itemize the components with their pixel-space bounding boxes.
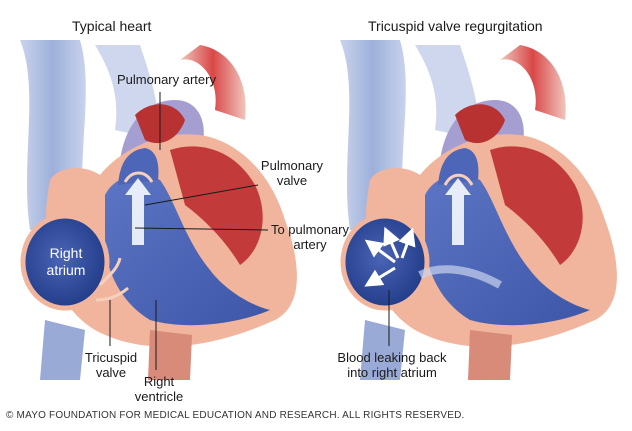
leader-lines-left	[109, 92, 269, 370]
label-pulmonary-valve-line1: Pulmonary	[260, 158, 324, 173]
label-right-atrium: Right atrium	[36, 245, 96, 279]
label-blood-leaking-back: Blood leaking back into right atrium	[330, 350, 454, 380]
left-ventricle-muscle-left	[170, 146, 263, 265]
label-right-atrium-line1: Right	[49, 245, 83, 261]
label-leak-line1: Blood leaking back	[337, 350, 447, 365]
typical-heart-drawing	[20, 40, 297, 380]
label-right-ventricle: Right ventricle	[128, 374, 190, 404]
label-to-pulmonary-line2: artery	[293, 237, 327, 252]
label-pulmonary-artery: Pulmonary artery	[117, 72, 216, 87]
flow-arrow-left	[125, 178, 151, 245]
label-right-atrium-line2: atrium	[46, 262, 86, 278]
label-tricuspid-line1: Tricuspid	[84, 350, 138, 365]
label-tricuspid-valve: Tricuspid valve	[78, 350, 144, 380]
label-tricuspid-line2: valve	[95, 365, 127, 380]
right-ventricle-chamber-left	[105, 175, 270, 326]
backflow-arrows	[364, 226, 416, 287]
pulmonary-valve-shape-left	[123, 171, 154, 183]
regurgitation-heart-drawing	[340, 40, 617, 380]
forward-flow-arrow-right	[445, 178, 471, 245]
label-to-pulmonary-line1: To pulmonary	[270, 222, 350, 237]
tricuspid-leaflet-left	[98, 257, 122, 287]
aorta-left	[180, 45, 246, 120]
label-right-ventricle-line1: Right	[143, 374, 175, 389]
label-leak-line2: into right atrium	[347, 365, 437, 380]
right-atrium-chamber-left	[20, 213, 110, 311]
title-typical-heart: Typical heart	[72, 18, 152, 34]
label-to-pulmonary-artery: To pulmonary artery	[266, 222, 354, 252]
copyright-notice: © MAYO FOUNDATION FOR MEDICAL EDUCATION …	[6, 410, 465, 421]
title-regurgitation: Tricuspid valve regurgitation	[368, 18, 543, 34]
label-right-ventricle-line2: ventricle	[134, 389, 184, 404]
label-pulmonary-valve: Pulmonary valve	[256, 158, 328, 188]
label-pulmonary-valve-line2: valve	[276, 173, 308, 188]
